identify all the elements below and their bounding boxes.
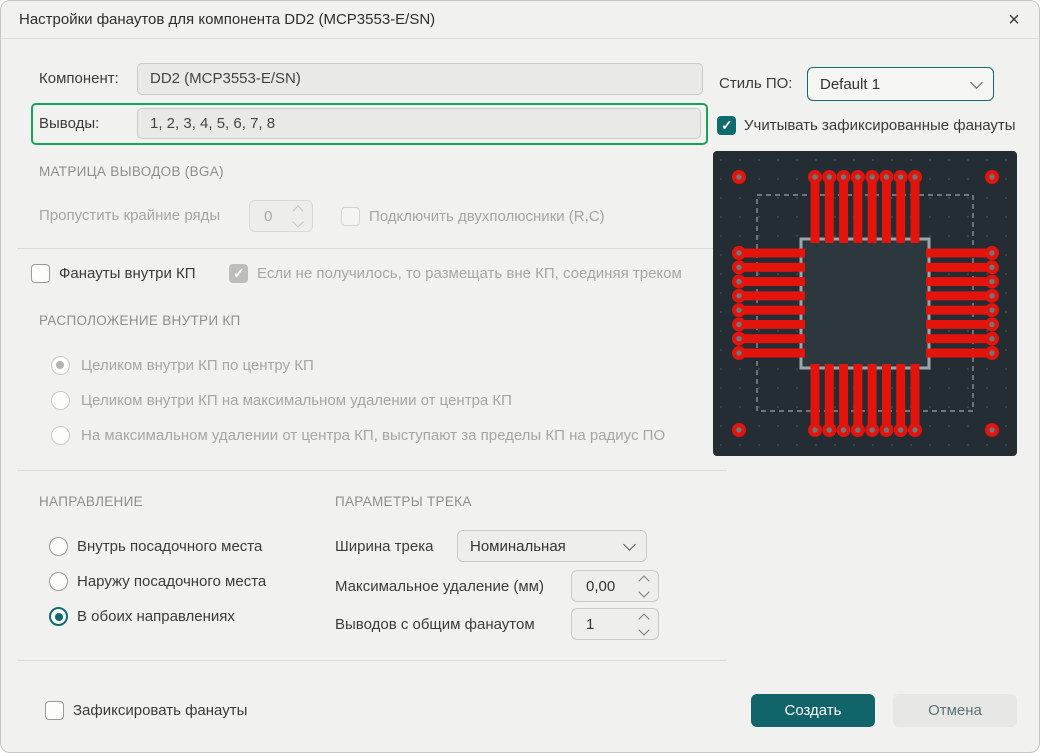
- title-bar: Настройки фанаутов для компонента DD2 (M…: [1, 1, 1039, 39]
- skip-rows-label: Пропустить крайние ряды: [39, 207, 221, 224]
- direction-option-label: Наружу посадочного места: [77, 573, 267, 590]
- connect-rc-label: Подключить двухполюсники (R,C): [369, 208, 605, 225]
- chevron-down-icon: [970, 75, 983, 89]
- direction-option-label: Внутрь посадочного места: [77, 538, 263, 555]
- fallback-label: Если не получилось, то размещать вне КП,…: [257, 265, 682, 282]
- max-distance-spinner[interactable]: 0,00: [571, 570, 659, 602]
- style-po-value: Default 1: [820, 75, 881, 93]
- direction-option-label: В обоих направлениях: [77, 608, 235, 625]
- footprint-preview: [713, 151, 1017, 456]
- cancel-button[interactable]: Отмена: [893, 694, 1017, 727]
- style-po-label: Стиль ПО:: [719, 75, 793, 92]
- close-icon[interactable]: ×: [1008, 9, 1020, 31]
- style-po-select[interactable]: Default 1: [807, 67, 994, 101]
- component-label: Компонент:: [39, 70, 119, 87]
- max-distance-label: Максимальное удаление (мм): [335, 578, 544, 595]
- shared-fanout-label: Выводов с общим фанаутом: [335, 616, 535, 633]
- fix-fanouts-label: Зафиксировать фанауты: [73, 702, 248, 719]
- placement-option-label: На максимальном удалении от центра КП, в…: [81, 427, 666, 444]
- shared-fanout-value: 1: [586, 615, 595, 633]
- spinner-up-icon[interactable]: [638, 574, 650, 587]
- fix-fanouts-checkbox[interactable]: [45, 701, 64, 720]
- direction-radio-outward[interactable]: [49, 572, 68, 591]
- placement-option-label: Целиком внутри КП по центру КП: [81, 357, 314, 374]
- track-width-label: Ширина трека: [335, 538, 434, 555]
- consider-fixed-label: Учитывать зафиксированные фанауты: [744, 117, 1016, 134]
- spinner-down-icon: [292, 215, 304, 228]
- fanouts-inside-checkbox[interactable]: [31, 264, 50, 283]
- spinner-down-icon[interactable]: [638, 585, 650, 598]
- skip-rows-spinner: 0: [249, 200, 313, 232]
- pins-highlight: [31, 103, 708, 145]
- pins-label: Выводы:: [39, 115, 100, 132]
- shared-fanout-spinner[interactable]: 1: [571, 608, 659, 640]
- chevron-down-icon: [623, 537, 636, 551]
- component-field[interactable]: DD2 (MCP3553-E/SN): [137, 63, 703, 95]
- divider: [17, 248, 727, 249]
- direction-radio-both[interactable]: [49, 607, 68, 626]
- placement-radio-center: [51, 356, 70, 375]
- dialog-title: Настройки фанаутов для компонента DD2 (M…: [19, 11, 436, 28]
- direction-heading: НАПРАВЛЕНИЕ: [39, 494, 143, 509]
- fanouts-inside-label: Фанауты внутри КП: [59, 265, 196, 282]
- connect-rc-checkbox: [341, 207, 360, 226]
- placement-heading: РАСПОЛОЖЕНИЕ ВНУТРИ КП: [39, 313, 241, 328]
- placement-option-label: Целиком внутри КП на максимальном удален…: [81, 392, 512, 409]
- placement-radio-max-distance: [51, 391, 70, 410]
- spinner-up-icon: [292, 204, 304, 217]
- direction-radio-inward[interactable]: [49, 537, 68, 556]
- track-width-select[interactable]: Номинальная: [457, 530, 647, 562]
- bga-heading: МАТРИЦА ВЫВОДОВ (BGA): [39, 164, 224, 179]
- skip-rows-value: 0: [264, 207, 273, 225]
- spinner-up-icon[interactable]: [638, 612, 650, 625]
- create-button[interactable]: Создать: [751, 694, 875, 727]
- track-params-heading: ПАРАМЕТРЫ ТРЕКА: [335, 494, 472, 509]
- divider: [17, 660, 727, 661]
- pins-field[interactable]: 1, 2, 3, 4, 5, 6, 7, 8: [137, 108, 701, 139]
- track-width-value: Номинальная: [470, 537, 566, 555]
- divider: [17, 470, 727, 471]
- consider-fixed-checkbox[interactable]: [717, 116, 736, 135]
- max-distance-value: 0,00: [586, 577, 616, 595]
- fallback-checkbox: [229, 264, 248, 283]
- spinner-down-icon[interactable]: [638, 623, 650, 636]
- placement-radio-beyond-pad: [51, 426, 70, 445]
